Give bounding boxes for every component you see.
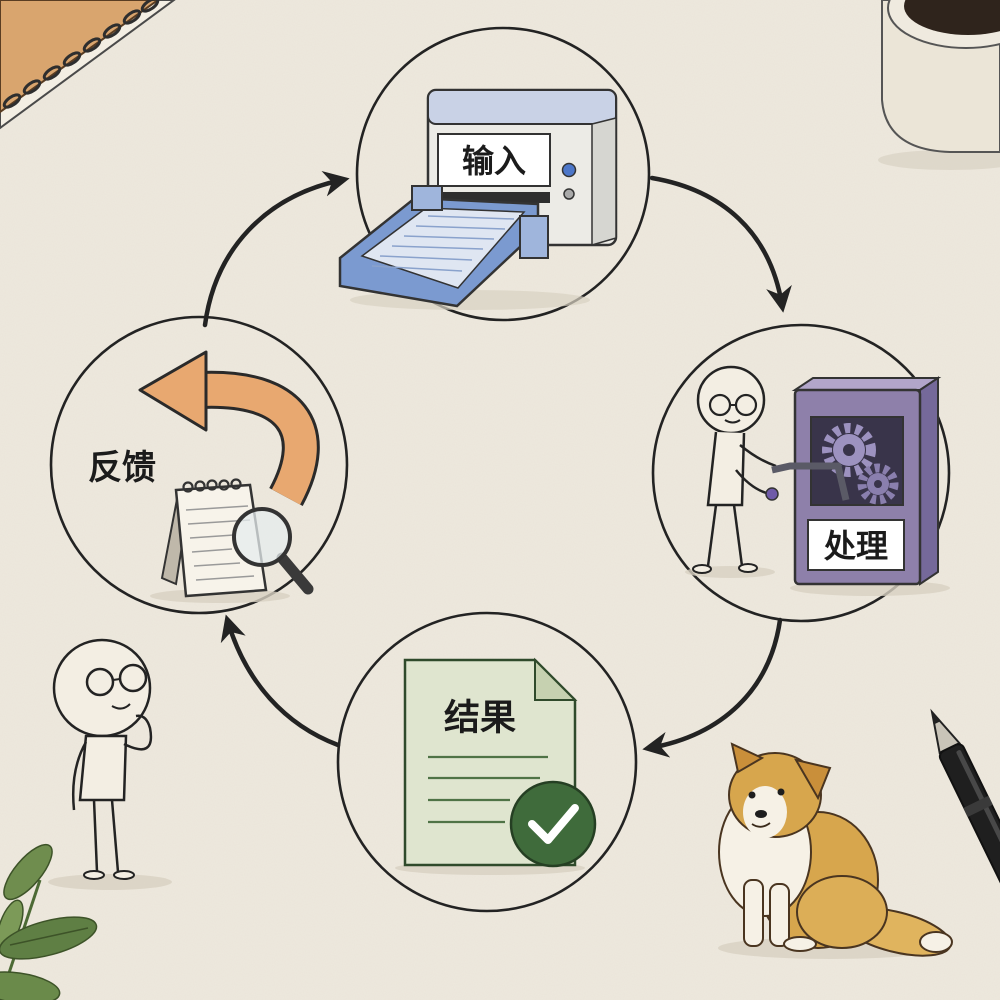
glasses-icon — [85, 667, 115, 697]
machine-gears-icon: 处理 — [765, 376, 950, 596]
cycle-arrows — [202, 170, 792, 758]
check-badge — [509, 780, 597, 868]
operator-figure-icon — [685, 365, 777, 578]
status-light-icon — [563, 188, 575, 200]
gear-icon — [822, 423, 876, 477]
printer-label-box — [437, 133, 551, 187]
coffee-cup-icon — [878, 0, 1000, 170]
node-circle-result — [336, 611, 638, 913]
check-icon — [528, 804, 579, 844]
printer-icon: 输入 — [338, 88, 618, 310]
arrow-processing-to-result — [642, 617, 783, 758]
notepad-magnifier-icon — [150, 478, 314, 603]
notepad — [174, 483, 268, 598]
dog-icon — [718, 742, 953, 959]
curved-return-arrow-icon — [138, 350, 320, 506]
node-circle-processing — [651, 323, 951, 623]
arrow-feedback-to-input — [202, 170, 350, 328]
node-label-feedback: 反馈 — [88, 448, 156, 488]
gear-icon — [857, 463, 899, 505]
node-label-input: 输入 — [462, 142, 526, 180]
document-check-icon: 结果 — [395, 657, 597, 875]
stick-figure-icon — [48, 638, 172, 890]
arrow-result-to-feedback — [220, 614, 341, 748]
arrow-input-to-processing — [649, 175, 792, 313]
power-button-icon — [561, 162, 577, 178]
notebook-icon — [0, 0, 176, 130]
plant-icon — [0, 843, 98, 1000]
node-label-processing: 处理 — [823, 527, 888, 565]
lever-handle — [771, 462, 850, 501]
node-circle-input — [355, 26, 651, 322]
node-label-result: 结果 — [444, 698, 516, 739]
machine-label-box — [807, 519, 905, 571]
pen-icon — [930, 708, 1000, 951]
magnifier-icon — [232, 507, 314, 595]
node-circles — [49, 26, 951, 913]
node-circle-feedback — [49, 315, 349, 615]
